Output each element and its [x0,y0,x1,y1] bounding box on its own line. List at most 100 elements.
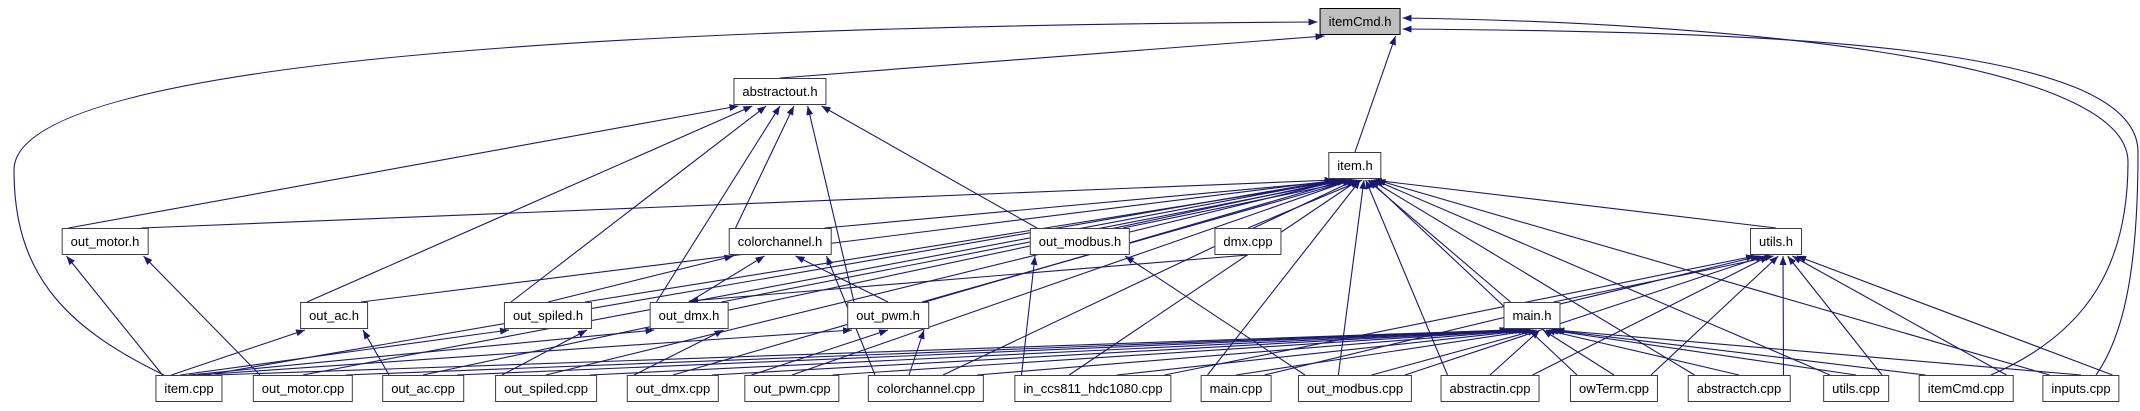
edge-out_modbus_cpp-to-out_modbus_h [1124,255,1306,376]
edge-out_modbus_cpp-to-utils_h [1404,255,1765,376]
edge-colorchannel_h-to-abstractout_h [735,105,795,229]
edge-item_cpp-to-itemCmd_h [13,18,1318,376]
edge-out_motor_h-to-abstractout_h [68,104,739,229]
graph-node-out_spiled_cpp[interactable]: out_spiled.cpp [495,375,597,402]
edge-out_dmx_cpp-to-main_h [711,327,1522,376]
edge-colorchannel_h-to-item_h [824,177,1350,229]
edge-out_dmx_h-to-abstractout_h [656,105,781,303]
edge-itemCmd_cpp-to-itemCmd_h [1402,14,2129,376]
edge-out_spiled_cpp-to-item_h [545,178,1343,376]
graph-node-out_modbus_cpp[interactable]: out_modbus.cpp [1297,375,1413,402]
edge-out_dmx_cpp-to-out_dmx_h [633,329,724,376]
edge-out_spiled_h-to-abstractout_h [510,105,767,303]
graph-node-out_pwm_h[interactable]: out_pwm.h [847,302,929,329]
edge-utils_cpp-to-utils_h [1787,255,1883,376]
edge-abstractin_cpp-to-utils_h [1532,255,1770,376]
edge-utils_cpp-to-item_h [1374,179,1831,376]
edge-out_spiled_cpp-to-main_h [589,326,1518,376]
graph-node-main_h[interactable]: main.h [1503,302,1561,329]
edge-abstractch_cpp-to-item_h [1370,179,1695,376]
graph-node-out_ac_cpp[interactable]: out_ac.cpp [382,375,464,402]
edge-out_pwm_cpp-to-out_pwm_h [751,329,889,376]
graph-node-in_ccs811_hdc1080_cpp[interactable]: in_ccs811_hdc1080.cpp [1014,375,1172,402]
graph-node-out_motor_cpp[interactable]: out_motor.cpp [252,375,354,402]
edge-out_motor_cpp-to-out_motor_h [143,255,261,376]
edge-item_h-to-itemCmd_h [1354,35,1397,153]
graph-node-out_modbus_h[interactable]: out_modbus.h [1029,228,1131,255]
edge-owTerm_cpp-to-item_h [1368,179,1578,376]
graph-node-item_cpp[interactable]: item.cpp [155,375,223,402]
graph-node-itemCmd_cpp[interactable]: itemCmd.cpp [1918,375,2014,402]
edge-out_ac_h-to-item_h [360,177,1339,303]
edge-out_motor_h-to-item_h [141,176,1334,229]
edge-out_modbus_cpp-to-item_h [1337,179,1367,376]
graph-node-itemCmd_h: itemCmd.h [1319,8,1401,35]
edge-utils_cpp-to-main_h [1549,327,1857,376]
edge-in_ccs811_hdc1080_cpp-to-main_h [1116,327,1531,376]
edge-owTerm_cpp-to-utils_h [1650,255,1779,376]
edge-itemCmd_cpp-to-utils_h [1792,255,2007,376]
edge-utils_h-to-item_h [1372,177,1777,229]
edge-item_cpp-to-out_pwm_h [197,327,853,376]
graph-node-utils_cpp[interactable]: utils.cpp [1823,375,1889,402]
edge-out_pwm_cpp-to-main_h [832,327,1525,376]
edge-item_cpp-to-item_h [206,178,1336,376]
graph-node-owTerm_cpp[interactable]: owTerm.cpp [1569,375,1659,402]
edge-main_cpp-to-main_h [1235,327,1534,376]
edge-inputs_cpp-to-item_h [1376,179,2050,376]
graph-node-colorchannel_cpp[interactable]: colorchannel.cpp [867,375,985,402]
graph-node-out_spiled_h[interactable]: out_spiled.h [503,302,593,329]
edge-inputs_cpp-to-utils_h [1796,255,2113,376]
graph-node-dmx_cpp[interactable]: dmx.cpp [1214,228,1282,255]
graph-node-out_ac_h[interactable]: out_ac.h [300,302,368,329]
edge-abstractout_h-to-itemCmd_h [779,33,1325,79]
graph-node-inputs_cpp[interactable]: inputs.cpp [2042,375,2120,402]
graph-node-out_pwm_cpp[interactable]: out_pwm.cpp [744,375,840,402]
edge-out_pwm_h-to-colorchannel_h [795,255,889,303]
edge-out_pwm_h-to-abstractout_h [806,105,855,303]
edge-out_modbus_h-to-abstractout_h [821,105,1038,229]
edge-item_cpp-to-out_motor_h [66,255,163,376]
graph-node-utils_h[interactable]: utils.h [1750,228,1802,255]
edge-item_cpp-to-out_spiled_h [180,327,510,376]
graph-node-out_dmx_h[interactable]: out_dmx.h [649,302,729,329]
edge-out_dmx_cpp-to-item_h [672,179,1347,376]
edge-abstractin_cpp-to-main_h [1489,329,1541,376]
edge-out_ac_h-to-abstractout_h [306,105,753,303]
graph-node-out_motor_h[interactable]: out_motor.h [61,228,149,255]
graph-node-item_h[interactable]: item.h [1328,152,1382,179]
edge-colorchannel_cpp-to-out_pwm_h [908,329,925,376]
graph-node-out_dmx_cpp[interactable]: out_dmx.cpp [626,375,720,402]
edge-abstractch_cpp-to-main_h [1545,328,1740,376]
edge-out_motor_cpp-to-item_h [302,178,1338,376]
edge-out_ac_cpp-to-main_h [456,326,1515,376]
edge-in_ccs811_hdc1080_cpp-to-item_h [1068,179,1359,376]
edge-item_cpp-to-main_h [215,326,1509,376]
edge-dmx_cpp-to-out_dmx_h [688,254,1249,304]
edge-colorchannel_cpp-to-main_h [976,327,1528,376]
edge-abstractin_cpp-to-item_h [1365,179,1449,376]
graph-node-colorchannel_h[interactable]: colorchannel.h [728,228,832,255]
edge-out_modbus_cpp-to-main_h [1371,328,1537,376]
graph-node-abstractin_cpp[interactable]: abstractin.cpp [1440,375,1540,402]
graph-node-abstractch_cpp[interactable]: abstractch.cpp [1687,375,1791,402]
edge-out_ac_cpp-to-item_h [422,178,1341,376]
graph-node-main_cpp[interactable]: main.cpp [1200,375,1272,402]
edge-out_spiled_h-to-colorchannel_h [547,254,734,303]
edge-owTerm_cpp-to-main_h [1542,329,1615,376]
edge-colorchannel_cpp-to-item_h [942,179,1356,376]
edge-in_ccs811_hdc1080_cpp-to-utils_h [1164,254,1756,376]
edge-in_ccs811_hdc1080_cpp-to-out_modbus_h [1020,255,1038,376]
edge-out_motor_cpp-to-main_h [345,326,1512,376]
edge-out_ac_cpp-to-out_ac_h [362,329,390,376]
edge-abstractch_cpp-to-utils_h [1779,255,1787,376]
graph-node-abstractout_h[interactable]: abstractout.h [733,78,827,105]
edge-item_cpp-to-out_ac_h [171,329,306,376]
edge-inputs_cpp-to-itemCmd_h [1402,25,2139,376]
edge-out_pwm_cpp-to-item_h [791,179,1352,376]
edge-item_cpp-to-out_dmx_h [188,327,655,376]
edge-out_dmx_h-to-colorchannel_h [688,255,765,303]
